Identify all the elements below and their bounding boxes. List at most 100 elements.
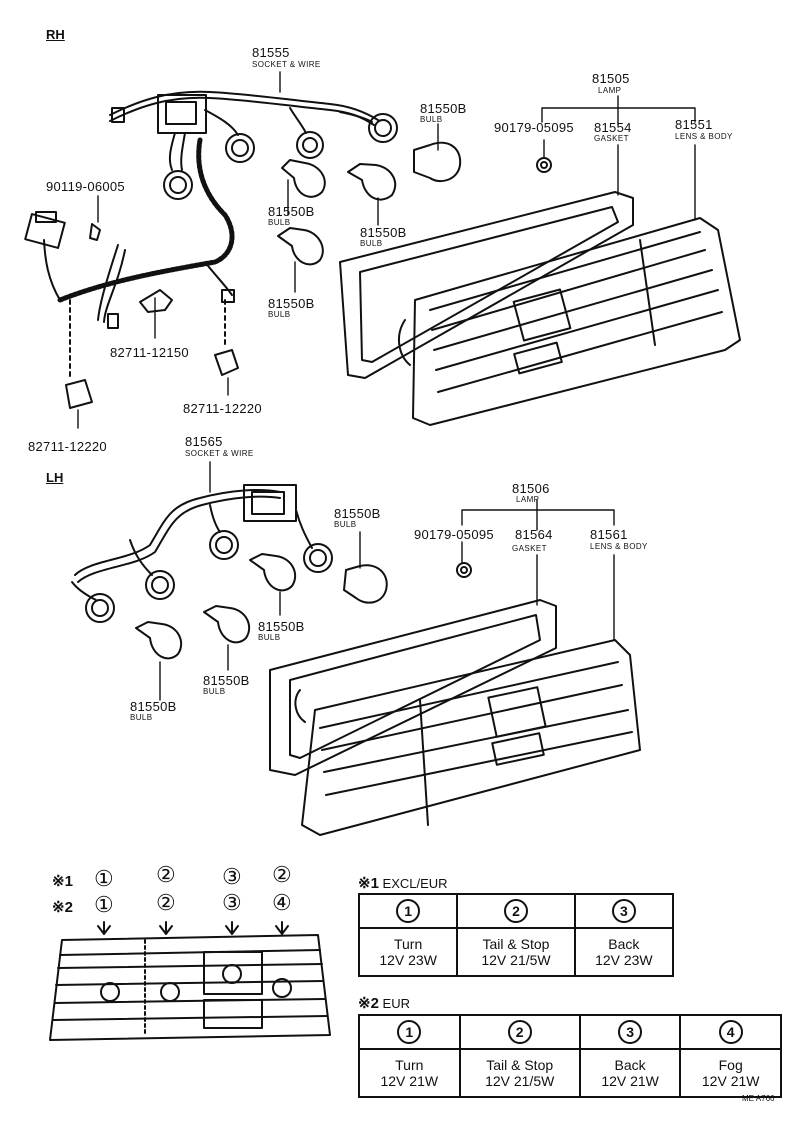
- rh-clamps: [65, 289, 239, 409]
- rh-bulb-mid1-desc: BULB: [268, 218, 291, 227]
- rh-socket-desc: SOCKET & WIRE: [252, 60, 321, 69]
- table2-col4-number: 4: [718, 1020, 743, 1044]
- table2-col3-number: 3: [618, 1020, 643, 1044]
- rh-lens-desc: LENS & BODY: [675, 132, 733, 141]
- rh-bulb-top-desc: BULB: [420, 115, 443, 124]
- table2-col2-number: 2: [507, 1020, 532, 1044]
- rh-sockets: [163, 113, 398, 200]
- table1-col3-number: 3: [611, 899, 636, 923]
- lh-section-title: LH: [46, 470, 64, 485]
- rh-socket-number: 81555: [252, 45, 290, 60]
- table1-col3-number-cell: 3: [573, 893, 675, 929]
- lh-gasket-number: 81564: [515, 527, 553, 542]
- rh-lens-number: 81551: [675, 117, 713, 132]
- table1-col1-spec: 12V 23W: [379, 952, 437, 968]
- lh-lens-body: [294, 639, 641, 836]
- key-row1-pos1: ①: [94, 866, 114, 891]
- lh-lamp-number: 81506: [512, 481, 550, 496]
- key-row1-pos2: ②: [156, 862, 176, 887]
- table2-col2-number-cell: 2: [458, 1014, 581, 1050]
- table2-col3-name: Back: [614, 1057, 646, 1073]
- table2-col2-name: Tail & Stop: [486, 1057, 554, 1073]
- rh-clamp1-number: 82711-12150: [110, 345, 189, 360]
- lh-bulbs: [135, 553, 388, 660]
- rh-bulbs: [277, 141, 462, 266]
- lh-sockets: [85, 530, 333, 623]
- lh-lens-number: 81561: [590, 527, 628, 542]
- key-row2-marker: ※2: [52, 899, 73, 916]
- lh-bulb-mid-desc: BULB: [258, 633, 281, 642]
- table2-col1-number: 1: [397, 1020, 422, 1044]
- rh-lamp-number: 81505: [592, 71, 630, 86]
- table1-title: EXCL/EUR: [382, 876, 448, 891]
- lh-fasteners: [456, 562, 472, 578]
- lh-bulb-top-number: 81550B: [334, 506, 381, 521]
- table1-col2-number-cell: 2: [456, 893, 576, 929]
- table2-col1-name: Turn: [395, 1057, 424, 1073]
- table2-marker: ※2: [358, 995, 379, 1012]
- lh-socket-wire-harness: [71, 484, 313, 601]
- table1-col3-spec: 12V 23W: [595, 952, 653, 968]
- rh-bulb-low-number: 81550B: [268, 296, 315, 311]
- key-row1-pos3: ③: [222, 864, 242, 889]
- table1-col2-spec: 12V 21/5W: [481, 952, 551, 968]
- rh-socket-wire-harness: [24, 90, 379, 329]
- key-row1-pos4: ②: [272, 862, 292, 887]
- lh-screw-number: 90179-05095: [414, 527, 494, 542]
- table2-col4-number-cell: 4: [679, 1014, 782, 1050]
- lh-bulb-low2-desc: BULB: [130, 713, 153, 722]
- table2-col3-spec: 12V 21W: [601, 1073, 659, 1089]
- lh-bulb-top-desc: BULB: [334, 520, 357, 529]
- leader-lines: [77, 71, 696, 701]
- table1-heading: ※1 EXCL/EUR: [358, 874, 448, 892]
- key-row2-pos2: ②: [156, 890, 176, 915]
- table1-col2-number: 2: [503, 899, 528, 923]
- rh-clamp3-number: 82711-12220: [28, 439, 107, 454]
- key-row2-pos3: ③: [222, 890, 242, 915]
- rh-section-title: RH: [46, 27, 65, 42]
- rh-bulb-mid1-number: 81550B: [268, 204, 315, 219]
- drawing-code: ME A766: [742, 1094, 775, 1103]
- lh-bulb-low2-number: 81550B: [130, 699, 177, 714]
- rh-gasket-desc: GASKET: [594, 134, 629, 143]
- table2-col4-spec: 12V 21W: [701, 1073, 760, 1089]
- table1-col1-name: Turn: [393, 936, 423, 952]
- lh-bulb-low1-desc: BULB: [203, 687, 226, 696]
- rh-bulb-top-number: 81550B: [420, 101, 467, 116]
- table1-marker: ※1: [358, 875, 379, 892]
- rh-gasket-number: 81554: [594, 120, 632, 135]
- table2-col1-number-cell: 1: [358, 1014, 461, 1050]
- table1-col1-number-cell: 1: [357, 893, 459, 929]
- table2-col1-spec: 12V 21W: [380, 1073, 439, 1089]
- rh-bolt-number: 90119-06005: [46, 179, 125, 194]
- lh-lamp-desc: LAMP: [516, 495, 540, 504]
- table2-col4-name: Fog: [718, 1057, 743, 1073]
- table1-col2-name: Tail & Stop: [482, 936, 550, 952]
- lh-bulb-mid-number: 81550B: [258, 619, 305, 634]
- table2-heading: ※2 EUR: [358, 994, 410, 1012]
- key-row2-pos4: ④: [272, 890, 292, 915]
- rh-bulb-low-desc: BULB: [268, 310, 291, 319]
- key-row1-marker: ※1: [52, 873, 73, 890]
- rh-clamp2-number: 82711-12220: [183, 401, 262, 416]
- rh-bulb-mid2-number: 81550B: [360, 225, 407, 240]
- rh-screw-number: 90179-05095: [494, 120, 574, 135]
- lh-lens-desc: LENS & BODY: [590, 542, 648, 551]
- lh-gasket-desc: GASKET: [512, 544, 547, 553]
- table2-col3-number-cell: 3: [578, 1014, 682, 1050]
- rh-bulb-mid2-desc: BULB: [360, 239, 383, 248]
- lh-socket-number: 81565: [185, 434, 223, 449]
- table1-col3-name: Back: [608, 936, 640, 952]
- lh-bulb-low1-number: 81550B: [203, 673, 250, 688]
- rh-lamp-desc: LAMP: [598, 86, 622, 95]
- table1-col1-number: 1: [396, 899, 421, 923]
- table2-title: EUR: [382, 996, 410, 1011]
